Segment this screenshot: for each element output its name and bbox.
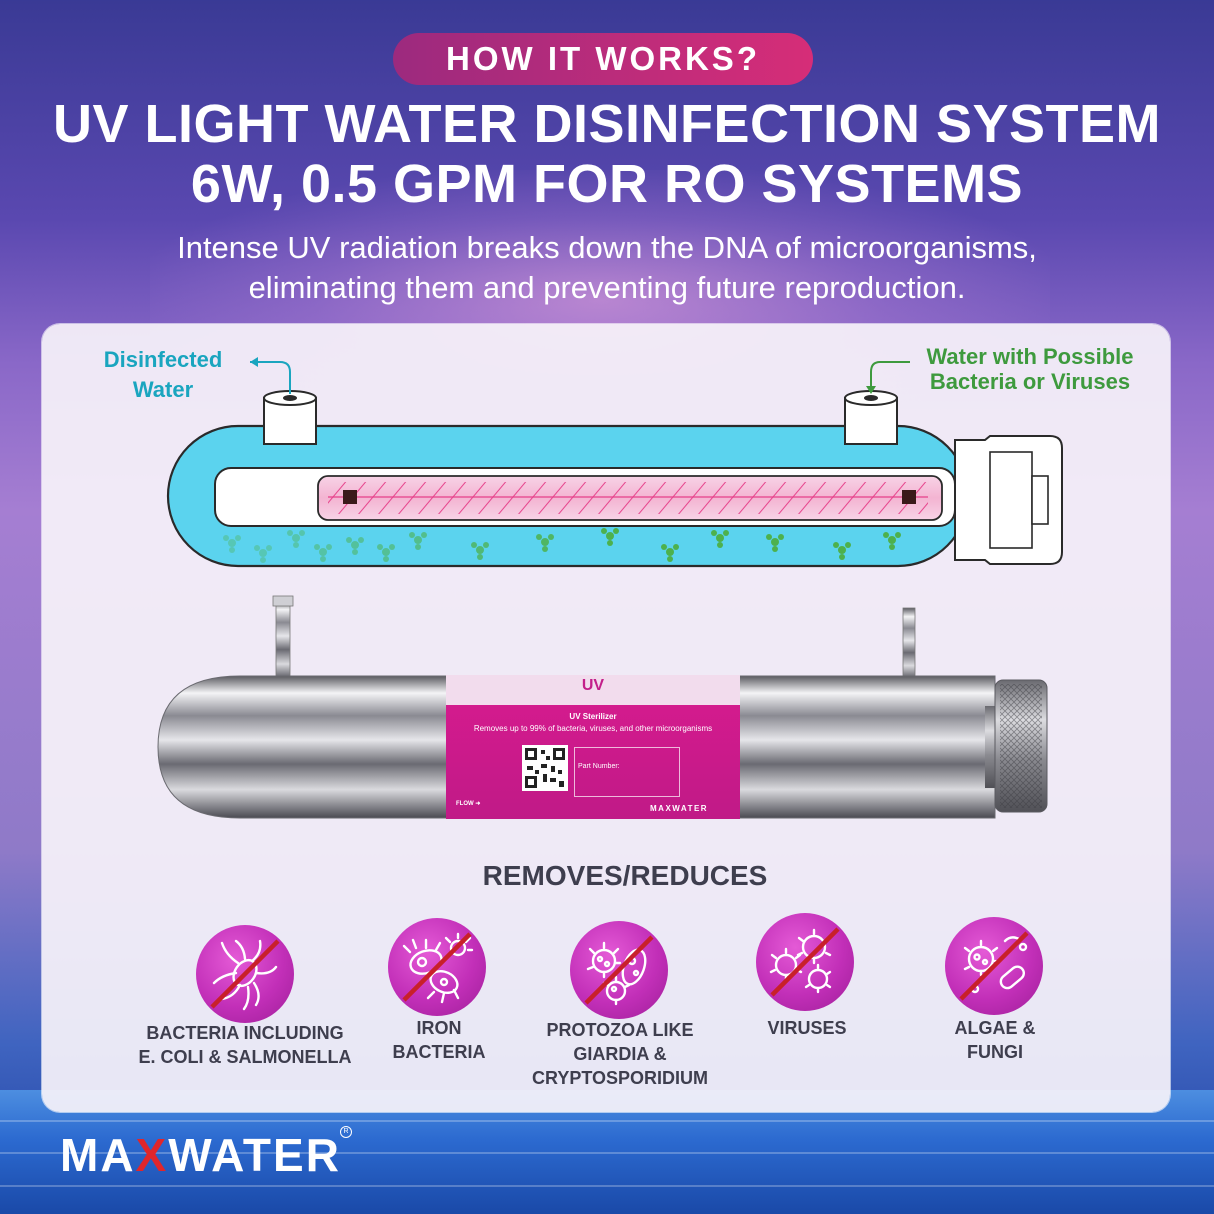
microbe [601, 528, 619, 546]
sticker-description: Removes up to 99% of bacteria, viruses, … [473, 724, 713, 733]
flow-arrow-icon: ➜ [475, 801, 481, 807]
bacteria-label: BACTERIA INCLUDING E. COLI & SALMONELLA [120, 1021, 370, 1069]
sticker-brand: MAXWATER [650, 804, 709, 813]
outlet-label-line-1: Disinfected [103, 347, 223, 372]
microbe [346, 537, 364, 555]
qr-code-icon [522, 745, 568, 791]
microbe [409, 532, 427, 550]
inlet-label-line-2: Bacteria or Viruses [929, 369, 1131, 394]
algae-fungi-label-line-1: ALGAE & [954, 1018, 1036, 1038]
removes-heading: REMOVES/REDUCES [482, 860, 768, 891]
product-inlet-pipe [902, 607, 916, 681]
viruses-label-line-1: VIRUSES [767, 1018, 847, 1038]
part-number-box [574, 747, 680, 797]
microbe [223, 535, 241, 553]
bacteria-icon [196, 925, 294, 1023]
subtitle-line-2: eliminating them and preventing future r… [248, 270, 966, 305]
inlet-arrow [870, 361, 910, 392]
inlet-label-line-1: Water with Possible [926, 344, 1134, 369]
bacteria-label-line-1: BACTERIA INCLUDING [146, 1023, 344, 1043]
inlet-label: Water with Possible Bacteria or Viruses [910, 344, 1150, 394]
microbe [536, 534, 554, 552]
protozoa-label-line-2: GIARDIA & [573, 1044, 667, 1064]
microbe [314, 544, 332, 562]
protozoa-icon [570, 921, 668, 1019]
bacteria-label-line-2: E. COLI & SALMONELLA [138, 1047, 352, 1067]
microbe [471, 542, 489, 560]
sticker-heading: UV [581, 677, 605, 694]
microbe [287, 530, 305, 548]
sticker-product-name: UV Sterilizer [569, 712, 617, 721]
protozoa-label-line-3: CRYPTOSPORIDIUM [531, 1068, 709, 1088]
page-subtitle: Intense UV radiation breaks down the DNA… [0, 228, 1214, 308]
subtitle-line-1: Intense UV radiation breaks down the DNA… [177, 230, 1037, 265]
microbe [661, 544, 679, 562]
flow-text: FLOW [456, 801, 474, 807]
iron-bacteria-label: IRON BACTERIA [362, 1016, 516, 1064]
part-number-label: Part Number: [578, 763, 620, 770]
protozoa-label: PROTOZOA LIKE GIARDIA & CRYPTOSPORIDIUM [510, 1018, 730, 1090]
microbe [377, 544, 395, 562]
registered-mark: R [340, 1126, 352, 1138]
logo-text-post: WATER [168, 1129, 341, 1181]
outlet-label: Disinfected Water [78, 345, 248, 405]
logo-text-x: X [135, 1129, 169, 1181]
virus-icon [756, 913, 854, 1011]
protozoa-label-line-1: PROTOZOA LIKE [546, 1020, 694, 1040]
algae-fungi-icon [945, 917, 1043, 1015]
flow-label: FLOW ➜ [456, 800, 480, 807]
maxwater-logo: MAXWATER [60, 1128, 341, 1182]
microbe [883, 532, 901, 550]
microbe [254, 545, 272, 563]
iron-bacteria-icon [388, 918, 486, 1016]
microbe [766, 534, 784, 552]
title-line-1: UV LIGHT WATER DISINFECTION SYSTEM [52, 94, 1162, 154]
product-outlet-pipe [275, 599, 291, 681]
outlet-label-line-2: Water [132, 377, 194, 402]
microbe [711, 530, 729, 548]
iron-bacteria-label-line-2: BACTERIA [392, 1042, 486, 1062]
microbe [833, 542, 851, 560]
title-line-2: 6W, 0.5 GPM FOR RO SYSTEMS [190, 154, 1024, 214]
logo-text-pre: MA [60, 1129, 136, 1181]
product-label-sticker: UV UV Sterilizer Removes up to 99% of ba… [446, 675, 740, 819]
sticker-header [446, 675, 740, 705]
algae-fungi-label: ALGAE & FUNGI [918, 1016, 1072, 1064]
how-it-works-badge: HOW IT WORKS? [393, 33, 813, 85]
microorganisms [223, 528, 901, 563]
outlet-arrow [250, 361, 291, 394]
viruses-label: VIRUSES [730, 1016, 884, 1040]
algae-fungi-label-line-2: FUNGI [967, 1042, 1023, 1062]
iron-bacteria-label-line-1: IRON [416, 1018, 462, 1038]
page-title: UV LIGHT WATER DISINFECTION SYSTEM 6W, 0… [0, 94, 1214, 214]
